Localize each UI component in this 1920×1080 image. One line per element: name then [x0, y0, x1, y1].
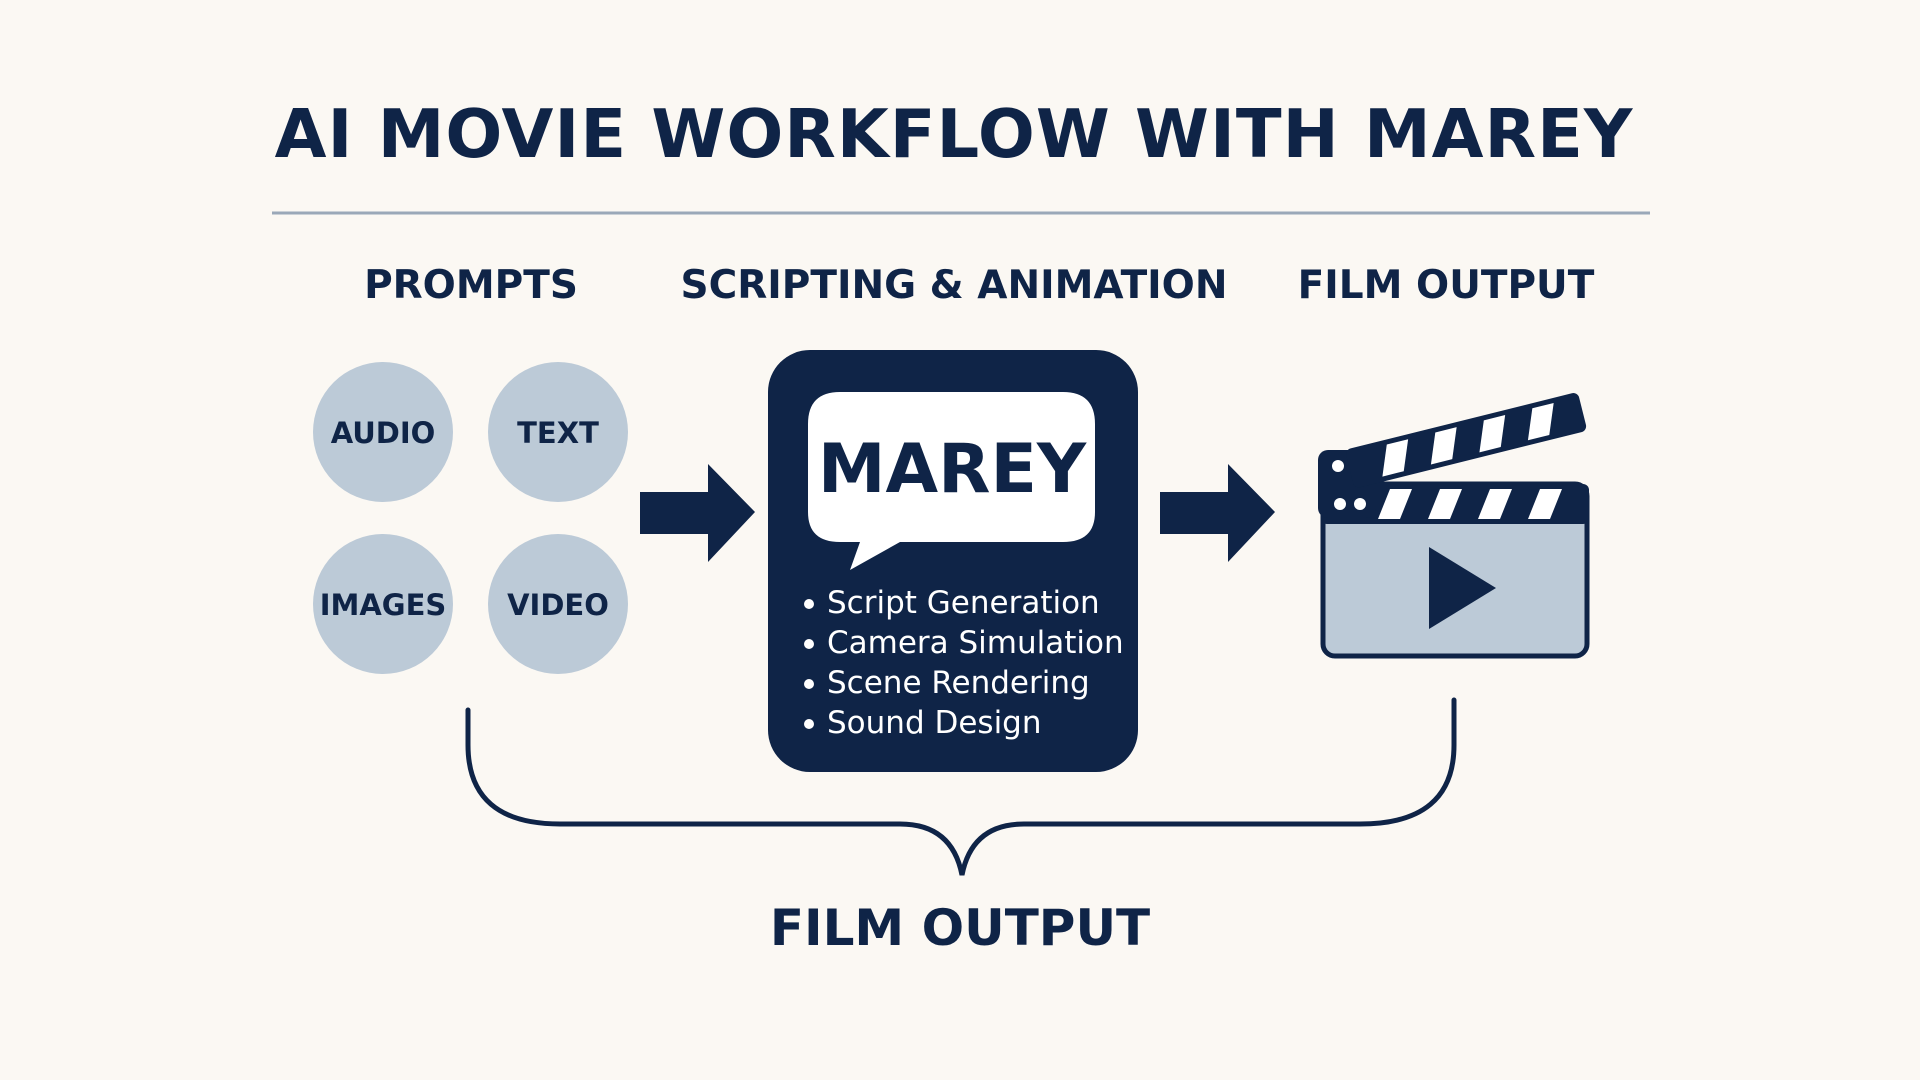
- prompt-label: IMAGES: [320, 588, 447, 622]
- bullet-icon: [804, 679, 814, 689]
- bullet-icon: [804, 599, 814, 609]
- hinge-dot: [1354, 498, 1366, 510]
- prompt-input-text: TEXT: [488, 362, 628, 502]
- feature-camera-simulation: Camera Simulation: [827, 625, 1124, 661]
- prompt-input-images: IMAGES: [313, 534, 453, 674]
- bullet-icon: [804, 719, 814, 729]
- arrow-right-icon: [640, 464, 755, 562]
- prompt-circle: [313, 534, 453, 674]
- hinge-dot: [1332, 460, 1344, 472]
- column-header-prompts: PROMPTS: [364, 263, 578, 308]
- clapperboard-stripes: [1378, 489, 1562, 519]
- page-title: AI MOVIE WORKFLOW WITH MAREY: [275, 95, 1634, 173]
- prompt-input-video: VIDEO: [488, 534, 628, 674]
- clapperboard-arm: [1346, 393, 1587, 488]
- prompt-input-audio: AUDIO: [313, 362, 453, 502]
- prompt-circle: [313, 362, 453, 502]
- feature-scene-rendering: Scene Rendering: [827, 665, 1090, 701]
- play-icon: [1429, 547, 1496, 629]
- bullet-icon: [804, 639, 814, 649]
- clapperboard-play-icon: [1318, 393, 1590, 659]
- feature-script-generation: Script Generation: [827, 585, 1100, 621]
- feature-sound-design: Sound Design: [827, 705, 1042, 741]
- prompt-label: TEXT: [517, 416, 599, 450]
- prompt-label: AUDIO: [331, 416, 436, 450]
- hinge-dot: [1334, 498, 1346, 510]
- arrow-right-icon: [1160, 464, 1275, 562]
- prompt-circle: [488, 362, 628, 502]
- marey-title: MAREY: [818, 430, 1087, 509]
- bottom-label-film-output: FILM OUTPUT: [770, 899, 1150, 957]
- prompt-circle: [488, 534, 628, 674]
- speech-bubble-icon: [808, 392, 1095, 570]
- marey-panel: MAREY Script Generation Camera Simulatio…: [768, 350, 1138, 772]
- column-header-film-output: FILM OUTPUT: [1298, 263, 1595, 308]
- prompt-label: VIDEO: [507, 588, 609, 622]
- bottom-brace: [465, 697, 1457, 876]
- marey-feature-list: Script Generation Camera Simulation Scen…: [804, 585, 1124, 741]
- column-header-scripting: SCRIPTING & ANIMATION: [681, 263, 1228, 308]
